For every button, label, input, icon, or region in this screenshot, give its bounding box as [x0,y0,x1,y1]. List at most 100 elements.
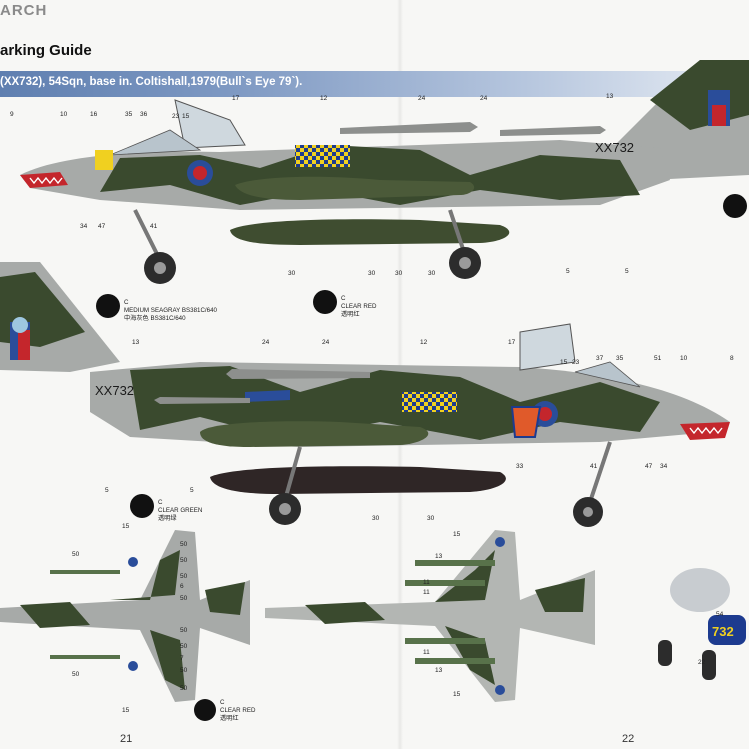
paint-callout-seagray: C MEDIUM SEAGRAY BS381C/640 中海灰色 BS381C/… [96,294,218,322]
part-number-labels-top: 9 10 16 35 36 23 15 17 12 24 24 13 34 47… [10,93,629,277]
part-number: 13 [606,93,614,100]
part-number: 10 [680,355,688,362]
canopy [174,99,246,149]
part-number: 5 [566,268,570,275]
part-number: 8 [730,355,734,362]
paint-icon [313,290,337,314]
part-number: 5 [190,487,194,494]
paint-callout-clear-green: C CLEAR GREEN 透明绿 [130,494,202,522]
part-number: 36 [140,111,148,118]
part-number: 30 [428,270,436,277]
part-number: 51 [654,355,662,362]
part-number: 23 [572,359,580,366]
planform-camo [305,550,585,685]
wing-missile-2 [154,397,250,404]
wing-missile [226,369,370,379]
squadron-checker [402,392,457,412]
shark-mouth [680,422,730,440]
page-number-right: 22 [622,733,635,745]
nose-wheel-hub [583,507,593,517]
part-number: 5 [105,487,109,494]
wing-roundel [495,685,505,695]
drop-tank [210,466,506,494]
part-number: 50 [180,573,188,580]
roundel-inner [538,407,552,421]
part-number: 7 [180,655,184,662]
paint-name-cn: 透明红 [341,310,360,318]
paint-callout-clear-red: C CLEAR RED 透明红 [313,290,377,318]
part-number: 15 [560,359,568,366]
serial-text: XX732 [95,383,134,398]
part-number: 30 [372,515,380,522]
nose-wheel-hub [154,262,166,274]
part-number: 15 [122,523,130,530]
part-number: 50 [180,541,188,548]
part-number: 30 [427,515,435,522]
part-number: 24 [322,339,330,346]
gear-wheel-right [702,650,716,680]
part-number: 11 [423,579,430,586]
underwing-stores [405,560,495,664]
part-number: 34 [660,463,668,470]
top-side-profile: XX732 9 10 16 35 36 23 15 17 12 24 24 [10,60,749,284]
main-wheel-hub [459,257,471,269]
paint-icon [130,494,154,518]
squadron-badge [510,406,542,438]
paint-name-cn: 中海灰色 BS381C/640 [124,314,186,322]
part-number: 30 [395,270,403,277]
nose-gear-strut [588,441,612,503]
part-number: 50 [180,643,188,650]
part-number: 30 [288,270,296,277]
wing-roundel [128,557,138,567]
part-number: 15 [182,113,190,120]
part-number: 13 [435,553,443,560]
planform-body [265,530,595,702]
paint-icon [194,699,216,721]
wing-missile [340,122,478,134]
part-number-labels-middle: 13 24 24 12 17 15 23 37 35 51 10 8 5 5 3… [105,339,734,522]
fin-flash-red [18,330,30,360]
part-number: 6 [180,583,184,590]
part-number: 17 [232,95,240,102]
part-number: 34 [80,223,88,230]
shark-teeth [29,176,63,185]
canopy [519,323,576,371]
part-number: 13 [435,667,443,674]
part-number: 9 [10,111,14,118]
part-number: 35 [616,355,624,362]
bomb [200,421,429,447]
paint-callout-clear-red-2: C CLEAR RED 透明红 [194,699,256,722]
page-number-left: 21 [120,733,133,745]
paint-icon [96,294,120,318]
part-number: 24 [418,95,426,102]
part-number: 47 [98,223,106,230]
part-number: 30 [368,270,376,277]
paint-name: CLEAR RED [220,707,256,714]
wing-roundel [495,537,505,547]
fin-emblem [12,317,28,333]
shark-teeth [689,426,723,435]
part-number: 50 [180,557,188,564]
wing-missile-2 [500,126,606,136]
part-number: 50 [180,685,188,692]
paint-icon [723,194,747,218]
part-number: 33 [516,463,524,470]
nose-gear-strut [133,209,162,261]
part-number: 37 [596,355,604,362]
part-number: 41 [150,223,158,230]
wing-roundel [245,390,290,402]
squadron-badge [95,150,113,170]
nose-number: 732 [712,624,734,639]
paint-code: C [220,699,225,706]
part-number: 50 [180,667,188,674]
part-number: 11 [423,649,430,656]
windscreen [574,361,641,388]
part-number: 41 [590,463,598,470]
part-number: 16 [90,111,98,118]
part-number: 12 [320,95,328,102]
planform-camo [20,550,245,690]
planform-body [0,530,250,702]
part-number: 24 [262,339,270,346]
part-number-labels-under: 15 13 11 11 11 13 15 [423,531,461,698]
paint-name: CLEAR RED [341,303,377,310]
